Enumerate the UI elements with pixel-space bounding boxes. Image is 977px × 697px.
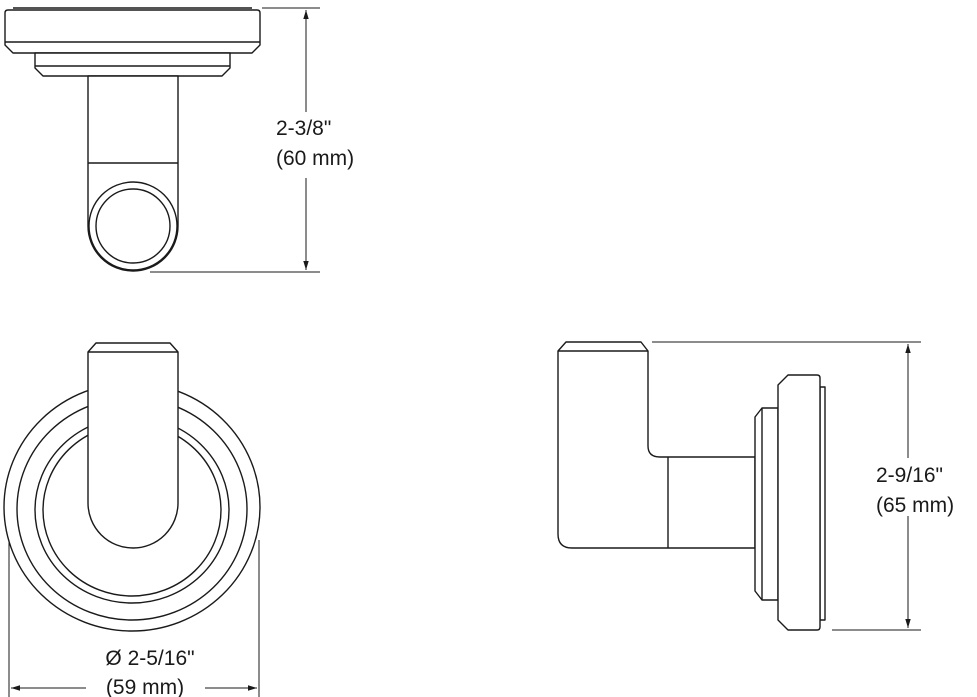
side-mounting-plate — [777, 374, 821, 631]
top-dim-imperial: 2-3/8" — [276, 117, 331, 140]
front-dim-imperial: Ø 2-5/16" — [105, 647, 194, 670]
side-base-ring — [754, 407, 779, 601]
top-mounting-plate — [4, 9, 261, 54]
hook-end-outer — [88, 181, 178, 271]
front-dim-metric: (59 mm) — [106, 676, 184, 697]
top-view: 2-3/8" (60 mm) — [4, 7, 354, 273]
front-view: Ø 2-5/16" (59 mm) — [3, 342, 261, 697]
front-hook — [87, 342, 179, 549]
side-wall-plate-edge — [819, 386, 826, 621]
side-dim-metric: (65 mm) — [876, 494, 954, 517]
top-base-ring — [34, 52, 231, 77]
side-view: 2-9/16" (65 mm) — [557, 341, 954, 631]
top-hook-stem — [87, 75, 179, 272]
top-dim-metric: (60 mm) — [276, 147, 354, 170]
side-hook-body — [557, 341, 756, 549]
side-dim-imperial: 2-9/16" — [876, 464, 943, 487]
hook-end-inner — [95, 188, 171, 264]
